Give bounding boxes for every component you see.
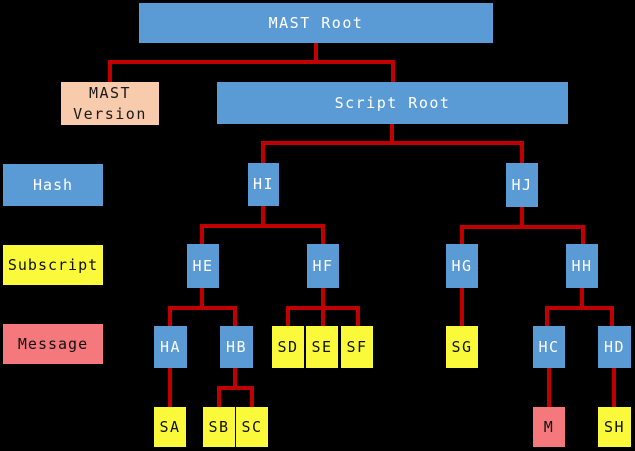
connector <box>286 306 360 310</box>
connector <box>460 225 464 244</box>
connector <box>261 206 265 228</box>
connector <box>520 207 524 229</box>
connector <box>168 306 172 326</box>
node-hc: HC <box>533 326 565 368</box>
legend-message: Message <box>3 324 103 364</box>
connector <box>460 225 585 229</box>
node-sd: SD <box>272 326 304 368</box>
connector <box>200 288 204 310</box>
legend-hash: Hash <box>3 164 103 206</box>
connector <box>321 224 325 244</box>
node-hg: HG <box>446 244 478 288</box>
node-sc: SC <box>236 407 268 447</box>
connector <box>168 368 172 408</box>
connector <box>460 288 464 327</box>
connector <box>200 224 325 228</box>
connector <box>356 306 360 326</box>
connector <box>250 386 254 408</box>
node-hh: HH <box>566 244 598 288</box>
node-sf: SF <box>341 326 373 368</box>
node-hf: HF <box>307 244 339 288</box>
connector <box>547 368 551 408</box>
connector <box>545 306 614 310</box>
connector <box>612 368 616 408</box>
node-he: HE <box>187 244 219 288</box>
connector <box>168 306 237 310</box>
connector <box>261 141 524 145</box>
connector <box>581 225 585 244</box>
connector <box>108 60 112 82</box>
node-m: M <box>533 407 565 447</box>
node-hi: HI <box>248 163 279 206</box>
node-sb: SB <box>203 407 235 447</box>
connector <box>261 141 265 163</box>
connector <box>391 60 395 82</box>
node-ha: HA <box>154 326 187 368</box>
node-sa: SA <box>154 407 186 447</box>
legend-subscript: Subscript <box>3 245 103 285</box>
node-sg: SG <box>446 326 478 368</box>
connector <box>217 386 221 408</box>
connector <box>314 43 318 64</box>
connector <box>580 288 584 310</box>
connector <box>286 306 290 326</box>
node-mast-version: MAST Version <box>61 82 159 125</box>
connector <box>610 306 614 327</box>
node-hb: HB <box>220 326 253 368</box>
node-hd: HD <box>598 326 631 368</box>
connector <box>200 224 204 244</box>
node-se: SE <box>306 326 338 368</box>
connector <box>233 306 237 326</box>
connector <box>108 60 395 64</box>
node-hj: HJ <box>506 163 538 207</box>
connector <box>390 124 394 145</box>
connector <box>545 306 549 327</box>
connector <box>520 141 524 163</box>
node-sh: SH <box>598 407 631 447</box>
node-script-root: Script Root <box>217 82 568 124</box>
node-mast-root: MAST Root <box>139 3 493 43</box>
connector <box>217 386 254 390</box>
connector <box>233 368 237 390</box>
